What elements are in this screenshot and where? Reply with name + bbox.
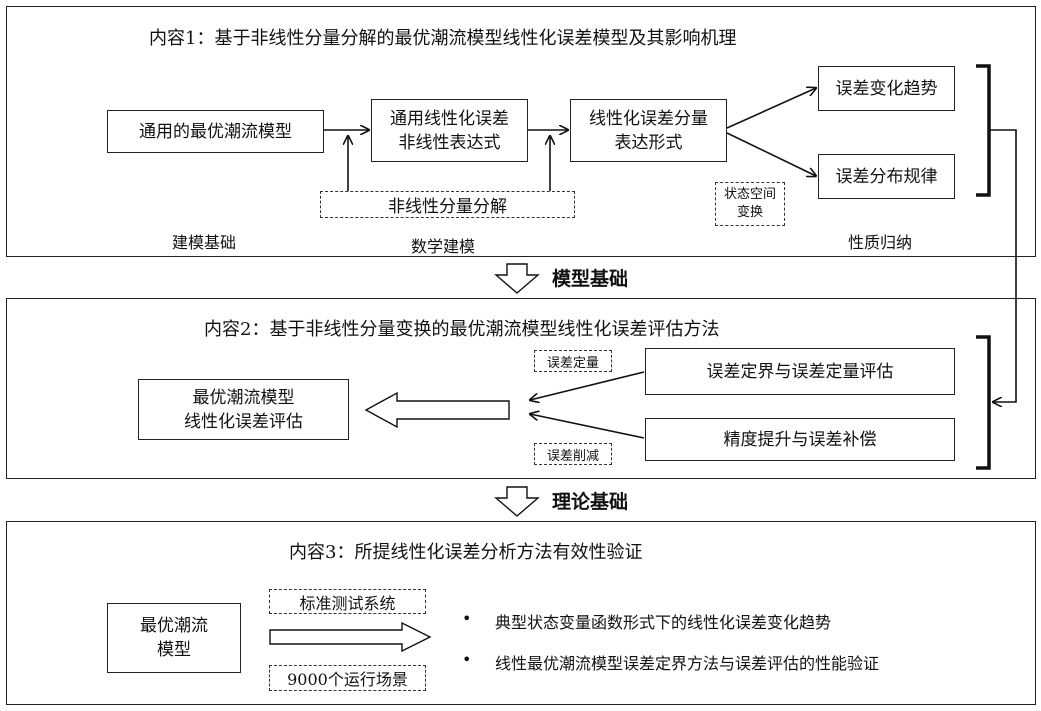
- arrow-precision-to-center: [530, 414, 645, 439]
- section2-title: 内容2：基于非线性分量变换的最优潮流模型线性化误差评估方法: [204, 319, 720, 340]
- down-arrow-1: [494, 263, 540, 294]
- dashed-error-quantification: 误差定量: [534, 350, 612, 372]
- caption-modeling-basis: 建模基础: [172, 233, 237, 252]
- box-precision-compensation: 精度提升与误差补偿: [645, 418, 955, 461]
- section3-title: 内容3：所提线性化误差分析方法有效性验证: [289, 542, 643, 563]
- box-error-component-expr: 线性化误差分量 表达形式: [570, 99, 727, 162]
- down-arrow-2: [494, 486, 540, 517]
- box-general-linearization-error-expr: 通用线性化误差 非线性表达式: [371, 99, 528, 162]
- dashed-standard-test-system: 标准测试系统: [269, 589, 426, 614]
- box-error-trend: 误差变化趋势: [818, 66, 955, 111]
- arrow-to-trend: [726, 88, 816, 129]
- flow-label-model-basis: 模型基础: [552, 268, 629, 290]
- bullet-item-1: 典型状态变量函数形式下的线性化误差变化趋势: [495, 613, 832, 632]
- dashed-9000-scenarios: 9000个运行场景: [269, 665, 426, 691]
- dashed-state-space-transform: 状态空间 变换: [715, 182, 785, 226]
- bullet-dot: •: [462, 609, 472, 628]
- bracket-section1: [976, 64, 991, 197]
- arrow-bound-to-center: [530, 371, 645, 400]
- arrow-to-distribution: [726, 132, 816, 176]
- bullet-dot: •: [462, 650, 472, 669]
- section3-frame: [6, 521, 1036, 705]
- link-section1-to-section2: [989, 129, 1017, 402]
- dashed-error-reduction: 误差削减: [534, 443, 612, 465]
- bracket-section2: [976, 335, 991, 470]
- box-opf-model: 最优潮流 模型: [107, 603, 241, 673]
- caption-math-modeling: 数学建模: [411, 237, 476, 256]
- box-error-distribution: 误差分布规律: [818, 154, 955, 199]
- section2-frame: [6, 298, 1036, 479]
- box-general-opf-model: 通用的最优潮流模型: [107, 110, 324, 153]
- section1-title: 内容1：基于非线性分量分解的最优潮流模型线性化误差模型及其影响机理: [149, 28, 737, 49]
- bullet-item-2: 线性最优潮流模型误差定界方法与误差评估的性能验证: [495, 654, 880, 673]
- dashed-nonlinear-decomposition: 非线性分量分解: [320, 191, 575, 218]
- section1-frame: [6, 6, 1036, 257]
- hollow-arrow-section3: [269, 621, 432, 653]
- box-error-evaluation: 最优潮流模型 线性化误差评估: [138, 379, 349, 440]
- flow-label-theory-basis: 理论基础: [552, 491, 629, 513]
- hollow-arrow-section2: [364, 391, 510, 429]
- caption-property-induction: 性质归纳: [848, 233, 913, 252]
- box-error-bound-quantification: 误差定界与误差定量评估: [645, 348, 955, 395]
